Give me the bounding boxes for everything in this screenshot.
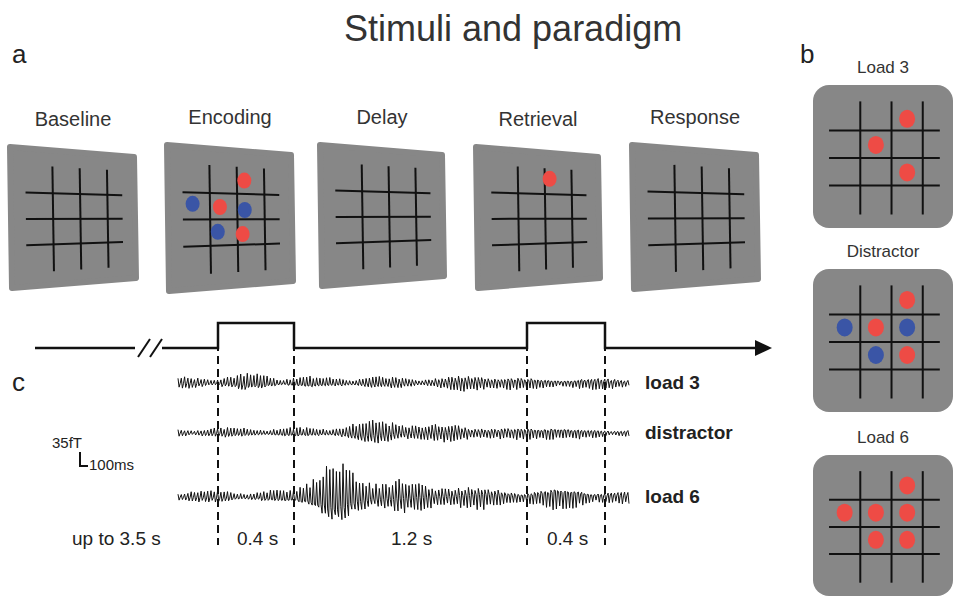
- break-mark: [150, 339, 162, 357]
- screen-drawing: [8, 145, 138, 290]
- screen-heading: Load 3: [812, 58, 954, 78]
- stimulus-screen: Load 6: [812, 428, 954, 597]
- screen-drawing: [474, 145, 602, 290]
- trace-label: load 6: [645, 486, 700, 508]
- duration-label: up to 3.5 s: [72, 528, 161, 550]
- screen-drawing: [318, 143, 446, 288]
- meg-trace: [178, 420, 629, 443]
- panel-letter: c: [12, 368, 25, 398]
- screen-drawing: [812, 268, 954, 413]
- stimulus-screen: Retrieval: [474, 108, 602, 290]
- screen-heading: Retrieval: [474, 108, 602, 131]
- screen-heading: Encoding: [165, 106, 295, 129]
- epoch-boundary: [604, 330, 606, 545]
- screen-drawing: [812, 84, 954, 229]
- duration-label: 1.2 s: [389, 528, 434, 550]
- duration-label: 0.4 s: [545, 528, 590, 550]
- scale-label: 100ms: [89, 456, 134, 473]
- screen-drawing: [630, 143, 760, 291]
- stimulus-screen: Encoding: [165, 106, 295, 293]
- figure-title: Stimuli and paradigm: [344, 8, 682, 49]
- screen-heading: Response: [630, 106, 760, 129]
- screen-drawing: [165, 143, 295, 293]
- panel-letter: a: [12, 40, 26, 70]
- stimulus-screen: Delay: [318, 106, 446, 288]
- duration-label: 0.4 s: [235, 528, 280, 550]
- stimulus-screen: Baseline: [8, 108, 138, 290]
- trace-label: distractor: [645, 422, 733, 444]
- epoch-boundary: [217, 330, 219, 545]
- scale-bar: [80, 452, 88, 466]
- epoch-boundary: [293, 330, 295, 545]
- trace-label: load 3: [645, 372, 700, 394]
- stimulus-screen: Response: [630, 106, 760, 291]
- scale-label: 35fT: [52, 434, 82, 451]
- stimulus-screen: Load 3: [812, 58, 954, 229]
- meg-trace: [178, 373, 629, 391]
- timeline: [35, 323, 772, 545]
- meg-trace: [178, 464, 629, 520]
- screen-heading: Baseline: [8, 108, 138, 131]
- screen-drawing: [812, 454, 954, 597]
- screen-heading: Load 6: [812, 428, 954, 448]
- stimulus-screen: Distractor: [812, 242, 954, 413]
- break-mark: [138, 339, 150, 357]
- screen-heading: Distractor: [812, 242, 954, 262]
- screen-heading: Delay: [318, 106, 446, 129]
- panel-letter: b: [800, 40, 814, 70]
